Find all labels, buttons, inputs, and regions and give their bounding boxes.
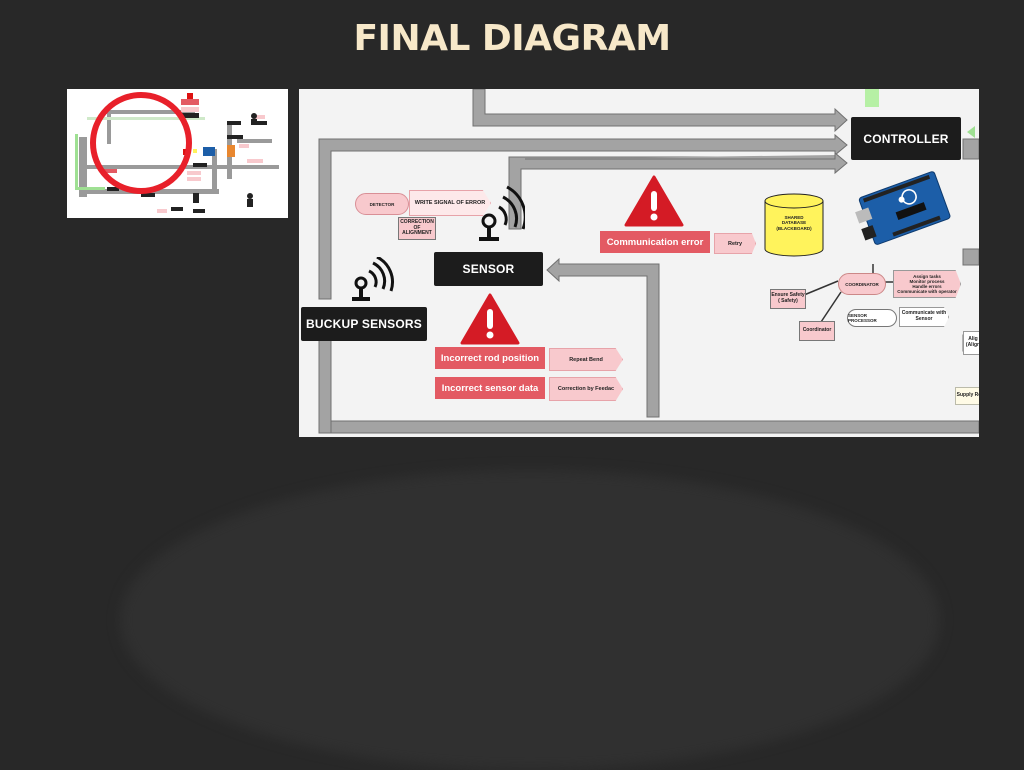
- detector-pill: DETECTOR: [355, 193, 409, 215]
- rod-position-error-label: Incorrect rod position: [435, 347, 545, 369]
- task-item: Communicate with operator: [897, 289, 957, 295]
- backup-sensors-block: BUCKUP SENSORS: [301, 307, 427, 341]
- repeat-bend-tag: Repeat Bend: [549, 348, 623, 371]
- align-note: Alig (Align: [963, 331, 979, 355]
- controller-block: CONTROLLER: [851, 117, 961, 160]
- supply-note: Supply Ro: [955, 387, 979, 405]
- communicate-sensor-note: Communicate with Sensor: [899, 307, 949, 327]
- warning-icon: [460, 293, 520, 345]
- thumbnail-diagram: [75, 92, 279, 213]
- backup-sensor-signal-icon: [352, 257, 394, 301]
- sensor-data-error-label: Incorrect sensor data: [435, 377, 545, 399]
- database-label: SHARED DATABASE (BLACKBOARD): [776, 215, 812, 231]
- task-item: Assign tasks: [913, 273, 941, 279]
- ensure-safety-box: Ensure Safety ( Safety): [770, 289, 806, 309]
- overview-thumbnail: [67, 89, 288, 218]
- database-icon: [764, 193, 824, 257]
- correction-feedback-tag: Correction by Feedac: [549, 377, 623, 401]
- sensor-signal-icon: [479, 185, 525, 241]
- coordinator-box: Coordinator: [799, 321, 835, 341]
- tasks-note: Assign tasks Monitor process Handle erro…: [893, 270, 961, 298]
- communication-error-label: Communication error: [600, 231, 710, 253]
- coordinator-pill: COORDINATOR: [838, 273, 886, 295]
- connector-arrows: [312, 89, 979, 434]
- diagram-panel: CONTROLLER SENSOR BUCKUP SENSORS Communi…: [299, 89, 979, 437]
- correction-alignment-box: CORRECTION OF ALIGNMENT: [398, 217, 436, 240]
- task-item: Monitor process: [909, 278, 945, 284]
- background-glow: [120, 470, 940, 770]
- task-item: Handle errors: [912, 284, 942, 289]
- sensor-processor-pill: SENSOR PROCESSOR: [847, 309, 897, 327]
- write-signal-tag: WRITE SIGNAL OF ERROR: [409, 190, 491, 216]
- sensor-block: SENSOR: [434, 252, 543, 286]
- arduino-board-icon: [855, 171, 951, 245]
- page-title: FINAL DIAGRAM: [353, 18, 671, 59]
- warning-icon: [624, 175, 684, 227]
- retry-tag: Retry: [714, 233, 756, 254]
